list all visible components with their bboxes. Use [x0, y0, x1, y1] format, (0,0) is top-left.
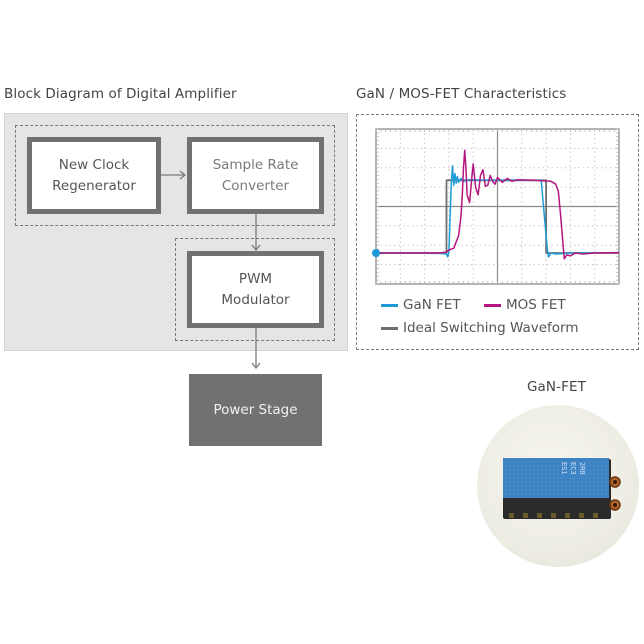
- block-power-stage: Power Stage: [189, 374, 322, 446]
- block-pwm-modulator: PWM Modulator: [187, 251, 324, 328]
- chart-frame: [356, 114, 639, 350]
- legend-swatch-gan: [381, 303, 398, 307]
- block-label-line1: New Clock: [58, 156, 130, 173]
- block-diagram-title: Block Diagram of Digital Amplifier: [4, 86, 237, 102]
- pwm-group: [175, 238, 335, 341]
- chart-title: GaN / MOS-FET Characteristics: [356, 86, 567, 102]
- block-label: Power Stage: [213, 402, 298, 418]
- block-label-line2: Regenerator: [52, 177, 136, 194]
- block-label-line1: Sample Rate: [212, 156, 299, 173]
- chip-marking-1: ES1: [560, 462, 568, 475]
- oscilloscope-chart: [372, 128, 620, 285]
- legend-swatch-mos: [484, 303, 501, 307]
- legend-label: Ideal Switching Waveform: [403, 320, 579, 336]
- arrow-pwm-to-power: [251, 328, 261, 370]
- gan-fet-line: [375, 165, 620, 258]
- photo-caption: GaN-FET: [527, 379, 586, 395]
- gan-fet-photo: ES1 EC3 2R8: [477, 405, 639, 567]
- legend-item-mos: MOS FET: [484, 297, 566, 313]
- legend-label: GaN FET: [403, 297, 461, 313]
- block-label-line2: Modulator: [221, 291, 290, 308]
- mos-fet-line: [376, 149, 620, 260]
- chip-marking-3: 2R8: [578, 462, 586, 475]
- legend-label: MOS FET: [506, 297, 566, 313]
- block-new-clock-regenerator: New Clock Regenerator: [27, 137, 161, 214]
- arrow-src-to-pwm: [251, 214, 261, 252]
- chart-grid: [375, 128, 620, 285]
- ground-marker-icon: [372, 249, 380, 257]
- legend-swatch-ideal: [381, 326, 398, 330]
- gan-fet-chip-icon: ES1 EC3 2R8: [503, 458, 621, 519]
- clock-src-group: [15, 125, 335, 226]
- block-label-line2: Converter: [221, 177, 290, 194]
- chip-marking-2: EC3: [569, 462, 577, 475]
- block-sample-rate-converter: Sample Rate Converter: [187, 137, 324, 214]
- legend-item-gan: GaN FET: [381, 297, 461, 313]
- legend-item-ideal: Ideal Switching Waveform: [381, 320, 579, 336]
- arrow-clock-to-src: [161, 170, 187, 180]
- block-label-line1: PWM: [238, 270, 273, 287]
